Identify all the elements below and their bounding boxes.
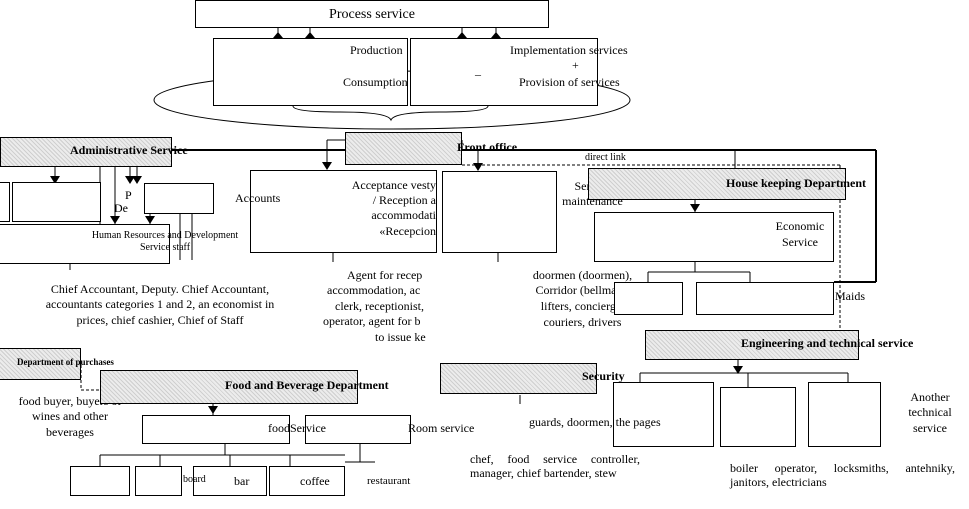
hr-line-1: Human Resources and Development [91, 230, 239, 241]
implementation-box [410, 38, 598, 106]
engineering-box [645, 330, 859, 360]
agent-line-2: accommodation, ac [327, 283, 421, 297]
reception-line-3: accommodati [371, 208, 436, 222]
front-office-label: Front office [457, 140, 518, 154]
production-label: Production [350, 43, 403, 57]
reception-line-4: «Recepcion [379, 224, 436, 238]
another-line-2: technical [908, 405, 952, 419]
hr-line-2: Service staff [139, 242, 191, 253]
economic-label: Economic [775, 219, 825, 233]
accounts-label: Accounts [235, 191, 281, 205]
engineering-staff-text: boiler operator, locksmiths, antehniky, … [730, 461, 955, 489]
economic-service-label: Service [782, 235, 818, 249]
security-box [440, 363, 597, 394]
maintenance-staff-line-4: couriers, drivers [543, 315, 622, 329]
food-beverage-box [100, 370, 358, 404]
production-box [213, 38, 408, 106]
purchases-staff-line-3: beverages [46, 425, 94, 439]
reception-line-2: / Reception a [372, 193, 436, 207]
administrative-service-label: Administrative Service [70, 143, 188, 157]
room-service-box [305, 415, 411, 444]
agent-line-1: Agent for recep [347, 268, 423, 282]
hr-development-box [0, 224, 170, 264]
housekeeping-sub-box-1 [614, 282, 683, 315]
purchases-label: Department of purchases [17, 357, 114, 367]
admin-fragment-de: De [114, 201, 128, 215]
admin-sub-box-3 [144, 183, 214, 214]
purchases-box [0, 348, 81, 380]
housekeeping-label: House keeping Department [726, 176, 866, 190]
minus-sign: – [475, 67, 481, 81]
reception-line-1: Acceptance vesty [351, 178, 436, 192]
fb-sub-box-coffee [269, 466, 345, 496]
agent-line-3: clerk, receptionist, [335, 299, 424, 313]
room-service-label: Room service [408, 421, 475, 435]
process-service-title: Process service [329, 7, 415, 22]
provision-label: Provision of services [519, 75, 620, 89]
engineering-sub-box-1 [613, 382, 714, 447]
consumption-label: Consumption [343, 75, 408, 89]
housekeeping-sub-box-2 [696, 282, 834, 315]
restaurant-label: restaurant [367, 475, 411, 487]
food-service-label: foodService [268, 421, 326, 435]
coffee-label: coffee [300, 474, 330, 488]
process-service-box: Process service [195, 0, 549, 28]
another-line-3: service [913, 421, 947, 435]
front-office-box [345, 132, 462, 165]
administrative-service-box [0, 137, 172, 167]
economic-service-box [594, 212, 834, 262]
another-line-1: Another [910, 390, 950, 404]
engineering-sub-box-3 [808, 382, 881, 447]
food-service-box [142, 415, 290, 444]
engineering-sub-box-2 [720, 387, 796, 447]
bar-label: bar [234, 474, 250, 488]
board-label: board [183, 474, 206, 485]
maintenance-staff-line-2: Corridor (bellman), [535, 283, 630, 297]
maids-label: Maids [835, 289, 865, 303]
admin-staff-line-1: Chief Accountant, Deputy. Chief Accounta… [50, 282, 270, 296]
maintenance-staff-line-3: lifters, concierge, [540, 299, 625, 313]
direct-link-label: direct link [585, 152, 626, 163]
housekeeping-box [588, 168, 846, 200]
engineering-label: Engineering and technical service [741, 336, 914, 350]
maintenance-staff-line-1: doormen (doormen), [532, 268, 633, 282]
fb-sub-box-1 [70, 466, 130, 496]
implementation-label: Implementation services [510, 43, 628, 57]
security-label: Security [582, 369, 625, 383]
security-staff: guards, doormen, the pages [529, 415, 661, 429]
service-maintenance-box [442, 171, 557, 253]
admin-sub-box-1 [0, 182, 10, 222]
accounts-box [250, 170, 437, 253]
agent-line-5: to issue ke [375, 330, 426, 344]
admin-sub-box-2 [12, 182, 101, 222]
purchases-staff-line-2: wines and other [32, 409, 108, 423]
food-beverage-label: Food and Beverage Department [225, 378, 389, 392]
food-beverage-staff-text: chef, food service controller, manager, … [470, 452, 640, 480]
agent-line-4: operator, agent for b [323, 314, 421, 328]
admin-fragment-p: P [125, 188, 132, 202]
fb-sub-box-bar [193, 466, 267, 496]
admin-staff-line-3: prices, chief cashier, Chief of Staff [76, 313, 244, 327]
purchases-staff-line-1: food buyer, buyers of [18, 394, 122, 408]
admin-staff-line-2: accountants categories 1 and 2, an econo… [45, 297, 275, 311]
plus-sign: + [572, 58, 579, 72]
fb-sub-box-2 [135, 466, 182, 496]
